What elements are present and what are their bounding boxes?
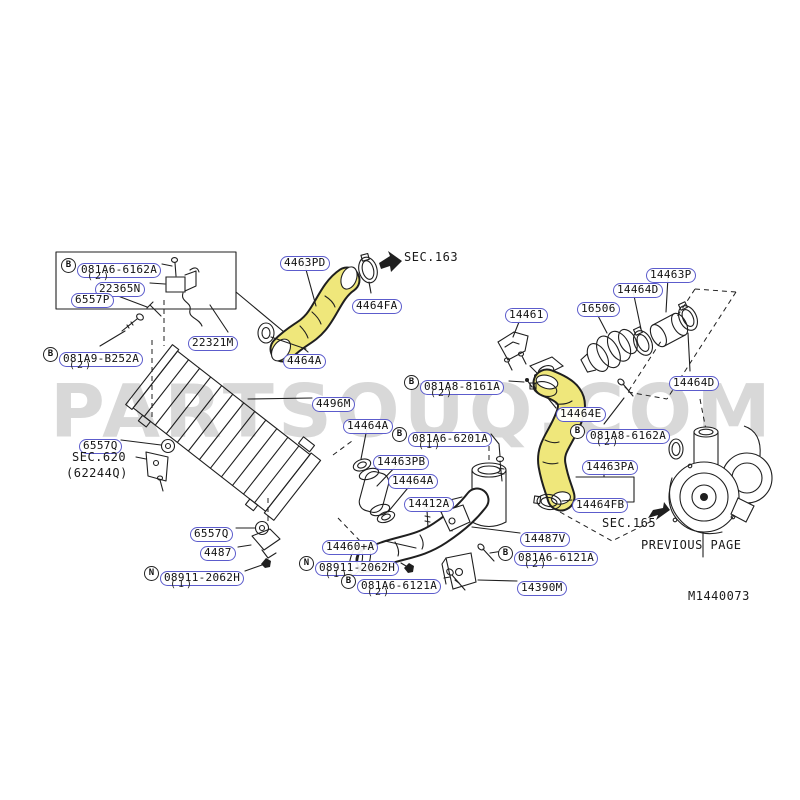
part-label[interactable]: 6557Q: [190, 522, 233, 542]
part-label[interactable]: 6557P: [71, 288, 114, 308]
quantity: (2): [430, 388, 455, 399]
part-label[interactable]: 14487V: [520, 527, 570, 547]
part-number-bubble[interactable]: 14464D: [613, 283, 663, 298]
quantity: (2): [69, 360, 94, 371]
part-number-bubble[interactable]: 081A6-6121A: [357, 579, 442, 594]
part-number-bubble[interactable]: 081A6-6162A: [77, 263, 162, 278]
part-number-bubble[interactable]: 14463PB: [373, 455, 430, 470]
part-number-bubble[interactable]: 16506: [577, 302, 620, 317]
part-number-bubble[interactable]: 4487: [200, 546, 236, 561]
part-number-bubble[interactable]: 14412A: [404, 497, 454, 512]
part-label[interactable]: 4464A: [283, 349, 326, 369]
part-label[interactable]: 4487: [200, 541, 236, 561]
quantity: (2): [367, 587, 392, 598]
part-label[interactable]: 14463P: [646, 263, 696, 283]
quantity: (2): [524, 559, 549, 570]
quantity: (1): [170, 579, 195, 590]
fastener-type-badge: B: [570, 424, 585, 439]
part-label[interactable]: 4464FA: [352, 294, 402, 314]
part-number-bubble[interactable]: 14464A: [388, 474, 438, 489]
part-number-bubble[interactable]: 14463P: [646, 268, 696, 283]
part-number-bubble[interactable]: 14464D: [669, 376, 719, 391]
part-label[interactable]: 16506: [577, 297, 620, 317]
fastener-type-badge: N: [144, 566, 159, 581]
quantity: (2): [87, 271, 112, 282]
part-number-bubble[interactable]: 4464A: [283, 354, 326, 369]
part-number-bubble[interactable]: 08911-2062H: [315, 561, 400, 576]
part-label[interactable]: 14464E: [556, 402, 606, 422]
part-number-bubble[interactable]: 6557P: [71, 293, 114, 308]
part-label[interactable]: 14464D: [669, 371, 719, 391]
fastener-type-badge: N: [299, 556, 314, 571]
part-number-bubble[interactable]: 4463PD: [280, 256, 330, 271]
doc-number: M1440073: [688, 589, 750, 603]
part-number-bubble[interactable]: 14461: [505, 308, 548, 323]
part-number-bubble[interactable]: 14464E: [556, 407, 606, 422]
fastener-type-badge: B: [404, 375, 419, 390]
sec-165-ref: SEC.165: [602, 516, 657, 530]
part-label[interactable]: 14463PA: [582, 455, 639, 475]
part-number-bubble[interactable]: 081A8-8161A: [420, 380, 505, 395]
previous-page-note: PREVIOUS PAGE: [641, 538, 742, 552]
part-number-bubble[interactable]: 6557Q: [190, 527, 233, 542]
part-number-bubble[interactable]: 6557Q: [79, 439, 122, 454]
part-label[interactable]: 14463PB: [373, 450, 430, 470]
part-number-bubble[interactable]: 14390M: [517, 581, 567, 596]
part-label[interactable]: 14464FB: [572, 493, 629, 513]
part-label[interactable]: 14464A: [343, 414, 393, 434]
part-label[interactable]: 14390M: [517, 576, 567, 596]
part-label[interactable]: 6557Q: [79, 434, 122, 454]
part-number-bubble[interactable]: 22321M: [188, 336, 238, 351]
sec-620-part: (62244Q): [66, 466, 128, 480]
part-number-bubble[interactable]: 081A8-6162A: [586, 429, 671, 444]
part-label[interactable]: 4463PD: [280, 251, 330, 271]
part-label[interactable]: 14412A: [404, 492, 454, 512]
sec-620-ref: SEC.620: [72, 450, 127, 464]
part-label[interactable]: 14464D: [613, 278, 663, 298]
fastener-type-badge: B: [61, 258, 76, 273]
part-number-bubble[interactable]: 081A6-6121A: [514, 551, 599, 566]
part-number-bubble[interactable]: 14487V: [520, 532, 570, 547]
part-label[interactable]: 14464A: [388, 469, 438, 489]
fastener-type-badge: B: [43, 347, 58, 362]
part-label[interactable]: 4496M: [312, 392, 355, 412]
part-number-bubble[interactable]: 14464FB: [572, 498, 629, 513]
part-number-bubble[interactable]: 14460+A: [322, 540, 379, 555]
part-label[interactable]: 14460+A: [322, 535, 379, 555]
sec-163-ref: SEC.163: [404, 250, 459, 264]
quantity: (2): [596, 437, 621, 448]
part-number-bubble[interactable]: 14463PA: [582, 460, 639, 475]
fastener-type-badge: B: [498, 546, 513, 561]
part-number-bubble[interactable]: 08911-2062H: [160, 571, 245, 586]
fastener-type-badge: B: [341, 574, 356, 589]
part-number-bubble[interactable]: 081A6-6201A: [408, 432, 493, 447]
part-number-bubble[interactable]: 4496M: [312, 397, 355, 412]
part-number-bubble[interactable]: 081A9-B252A: [59, 352, 144, 367]
fastener-type-badge: B: [392, 427, 407, 442]
quantity: (1): [325, 569, 350, 580]
quantity: (1): [418, 440, 443, 451]
part-label[interactable]: 14461: [505, 303, 548, 323]
part-number-bubble[interactable]: 14464A: [343, 419, 393, 434]
part-label[interactable]: 22321M: [188, 331, 238, 351]
part-number-bubble[interactable]: 4464FA: [352, 299, 402, 314]
